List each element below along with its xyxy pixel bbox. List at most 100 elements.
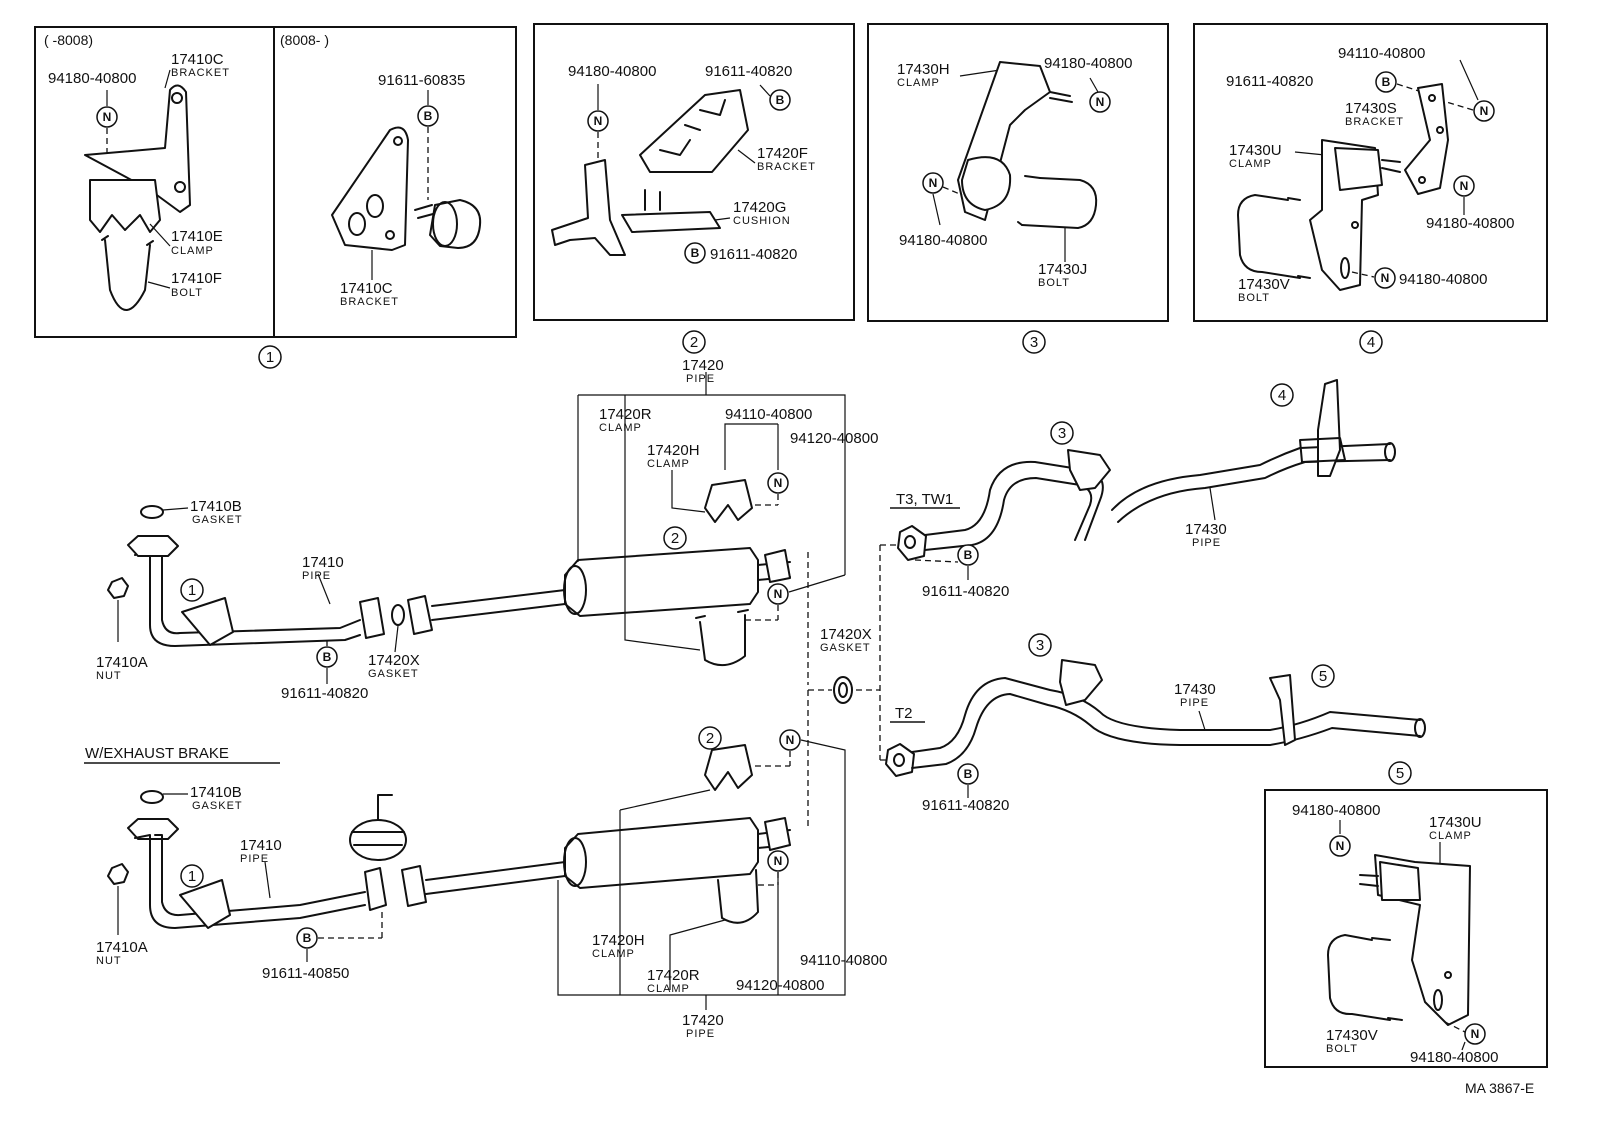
bolt-symbol: B (957, 544, 979, 566)
svg-text:3: 3 (1030, 334, 1038, 351)
panel-3: 17430H CLAMP 94180-40800 N N 94180-40800… (867, 23, 1169, 354)
panel-2-ref-marker: 2 (682, 330, 706, 354)
leader-line (959, 69, 1001, 77)
nut-17410a-drawing (107, 863, 129, 885)
leader-line (671, 470, 706, 513)
nut-symbol: N (1374, 267, 1396, 289)
bolt-symbol: B (957, 763, 979, 785)
bracket-hole (393, 136, 403, 146)
tail-pipe-rear-outer (1111, 443, 1391, 511)
leader-line (1294, 151, 1326, 156)
gasket-17420x-drawing (391, 604, 405, 626)
label-pipe-t3: PIPE (1192, 537, 1221, 549)
nut-symbol: N (767, 472, 789, 494)
svg-text:2: 2 (671, 530, 679, 547)
bracket-hole (348, 212, 366, 236)
svg-text:1: 1 (188, 868, 196, 885)
label-17420r: 17420R (599, 406, 652, 423)
svg-text:N: N (1480, 104, 1489, 118)
ref-marker-3-t2: 3 (1028, 633, 1052, 657)
ref-marker-2: 2 (663, 526, 687, 550)
panel-2-frame (533, 23, 855, 321)
panel-1: ( -8008) (8008- ) 94180-40800 N 17410C B… (34, 26, 517, 369)
label-17410f: 17410F (171, 270, 222, 287)
label-17420x-middle: 17420X (820, 626, 872, 643)
exhaust-brake-assembly: W/EXHAUST BRAKE 17410B GASKET 17410A NUT… (84, 690, 887, 1040)
variant-t2: T2 (895, 705, 913, 722)
ref-marker-3-t3: 3 (1050, 421, 1074, 445)
leader-line (1461, 1041, 1466, 1051)
svg-text:5: 5 (1319, 668, 1327, 685)
svg-text:N: N (1336, 839, 1345, 853)
svg-text:N: N (774, 476, 783, 490)
svg-text:B: B (303, 931, 312, 945)
label-17430h: 17430H (897, 61, 950, 78)
clamp-block (1379, 861, 1421, 901)
clamp-slot (1433, 989, 1443, 1011)
nut-symbol: N (587, 110, 609, 132)
label-17410e: 17410E (171, 228, 223, 245)
nut-symbol: N (779, 729, 801, 751)
label-bracket-alt: BRACKET (340, 296, 399, 308)
leader-line (1459, 59, 1479, 101)
leader-line (724, 423, 779, 470)
ubolt-17430v-p5-drawing (1327, 934, 1391, 1021)
svg-text:B: B (964, 548, 973, 562)
cushion-studs (644, 189, 661, 211)
label-94180-40800: 94180-40800 (1292, 802, 1380, 819)
label-nut: NUT (96, 955, 122, 967)
leader-line (1209, 487, 1216, 521)
hanger-4-clamp (1299, 437, 1346, 463)
dashed-line (942, 186, 963, 196)
nut-symbol: N (1464, 1023, 1486, 1045)
label-17410a: 17410A (96, 654, 148, 671)
bracket-on-pipe (181, 597, 234, 646)
clamp-17420r-eb-drawing (717, 869, 759, 924)
svg-text:N: N (1460, 179, 1469, 193)
leader-line (1089, 77, 1099, 93)
label-94110-40800-eb: 94110-40800 (800, 952, 887, 969)
label-91611-60835: 91611-60835 (378, 72, 465, 89)
nut-symbol: N (1089, 91, 1111, 113)
label-94180-40800: 94180-40800 (568, 63, 656, 80)
bracket-hole (1436, 126, 1444, 134)
label-17420r-eb: 17420R (647, 967, 700, 984)
bracket-17420f-drawing (639, 89, 749, 173)
bracket-hole (174, 181, 186, 193)
cushion-17420g-drawing (621, 211, 721, 233)
label-bracket: BRACKET (171, 67, 230, 79)
label-clamp: CLAMP (171, 245, 214, 257)
clamp-studs (1381, 159, 1401, 173)
heading-exhaust-brake: W/EXHAUST BRAKE (85, 745, 229, 762)
flange (359, 597, 385, 639)
svg-text:1: 1 (266, 349, 274, 366)
front-pipe-17410-inner (154, 549, 361, 635)
dashed-line (880, 544, 900, 761)
nut-symbol: N (96, 106, 118, 128)
panel-1a-range: ( -8008) (44, 32, 93, 48)
clamp-drawing (429, 199, 482, 249)
label-17410: 17410 (302, 554, 344, 571)
leader-line (669, 919, 726, 990)
bracket-details (659, 99, 726, 156)
flange (885, 743, 915, 777)
clamp-17420h-eb-drawing (704, 744, 753, 791)
ref-marker-1-eb: 1 (180, 864, 204, 888)
label-94180-40800: 94180-40800 (1044, 55, 1132, 72)
label-94110-40800: 94110-40800 (725, 406, 812, 423)
leader-line (149, 223, 171, 247)
label-94180-40800-b: 94180-40800 (1426, 215, 1514, 232)
leader-line (714, 217, 731, 221)
label-17430-t3: 17430 (1185, 521, 1227, 538)
nut-17410a-drawing (107, 577, 129, 599)
muffler-end (563, 565, 587, 615)
label-pipe: PIPE (686, 373, 715, 385)
ref-marker-2-eb: 2 (698, 726, 722, 750)
ref-marker-5-t2: 5 (1311, 664, 1335, 688)
bracket-17410c-alt-drawing (331, 126, 409, 251)
ubolt-17430v-drawing (1237, 194, 1301, 279)
clamp-slot (1340, 257, 1350, 279)
clamp-17420h-drawing (704, 479, 753, 523)
label-clamp-h: CLAMP (647, 458, 690, 470)
svg-text:5: 5 (1396, 765, 1404, 782)
